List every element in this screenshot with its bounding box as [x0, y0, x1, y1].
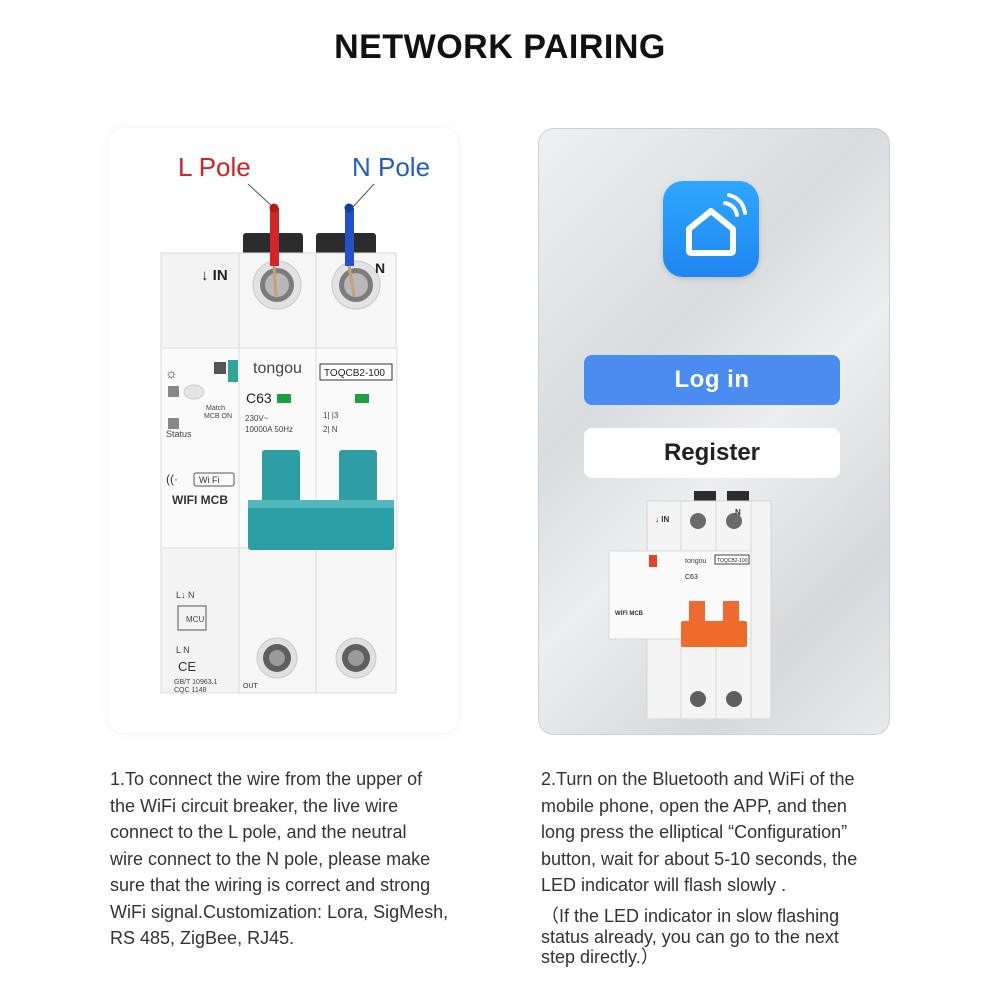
cert-line2: CQC 1148	[174, 687, 207, 694]
wiring-panel: L Pole N Pole ↓ IN N ☼	[108, 128, 458, 733]
cert-line1: GB/T 10963.1	[174, 679, 218, 686]
wifi-mcb-label: WIFI MCB	[172, 493, 228, 507]
mini-n-label: N	[735, 508, 741, 517]
svg-text:2| N: 2| N	[323, 425, 338, 434]
wifi-badge: Wi Fi	[199, 475, 220, 485]
login-button[interactable]: Log in	[584, 355, 840, 405]
svg-text:L↓ N: L↓ N	[176, 590, 195, 600]
spec-voltage: 230V~	[245, 414, 269, 423]
svg-text:MCU: MCU	[186, 615, 204, 624]
out-label: OUT	[243, 683, 259, 690]
brand-label: tongou	[253, 360, 302, 377]
model-label: TOQCB2-100	[324, 368, 385, 379]
in-label: ↓ IN	[201, 267, 228, 284]
mini-model-label: TOQCB2-100	[717, 558, 748, 564]
svg-text:((·: ((·	[166, 472, 178, 486]
ce-mark: CE	[178, 659, 196, 674]
n-terminal-label: N	[375, 260, 385, 276]
app-panel: Log in Register ↓ IN N tongou TOQCB2-100…	[538, 128, 890, 735]
spec-current: 10000A 50Hz	[245, 425, 293, 434]
rating-label: C63	[246, 390, 272, 406]
mini-brand-label: tongou	[685, 558, 707, 565]
mcb-on-label: MCB ON	[204, 413, 232, 420]
mini-in-label: ↓ IN	[655, 515, 669, 524]
l-pole-label: L Pole	[178, 152, 251, 182]
svg-text:1| |3: 1| |3	[323, 411, 339, 420]
smart-home-app-icon[interactable]	[663, 181, 759, 277]
step-2-text: 2.Turn on the Bluetooth and WiFi of the …	[541, 769, 858, 895]
register-button[interactable]: Register	[584, 428, 840, 478]
house-icon	[686, 193, 747, 256]
breaker-illustration: ↓ IN N ☼ Match MCB ON Status ((· Wi Fi W…	[160, 183, 398, 694]
status-label: Status	[166, 429, 192, 439]
mini-rating-label: C63	[685, 574, 698, 581]
svg-text:L N: L N	[176, 645, 190, 655]
step-1-text: 1.To connect the wire from the upper of …	[110, 769, 449, 948]
n-pole-label: N Pole	[352, 152, 431, 182]
match-label: Match	[206, 405, 225, 412]
step-2-note: （If the LED indicator in slow flashing s…	[541, 906, 840, 967]
page-title: NETWORK PAIRING	[334, 28, 666, 66]
mini-wifi-mcb: WIFI MCB	[615, 611, 644, 617]
mini-breaker-illustration: ↓ IN N tongou TOQCB2-100 C63 WIFI MCB	[608, 491, 772, 719]
svg-text:☼: ☼	[165, 365, 178, 381]
